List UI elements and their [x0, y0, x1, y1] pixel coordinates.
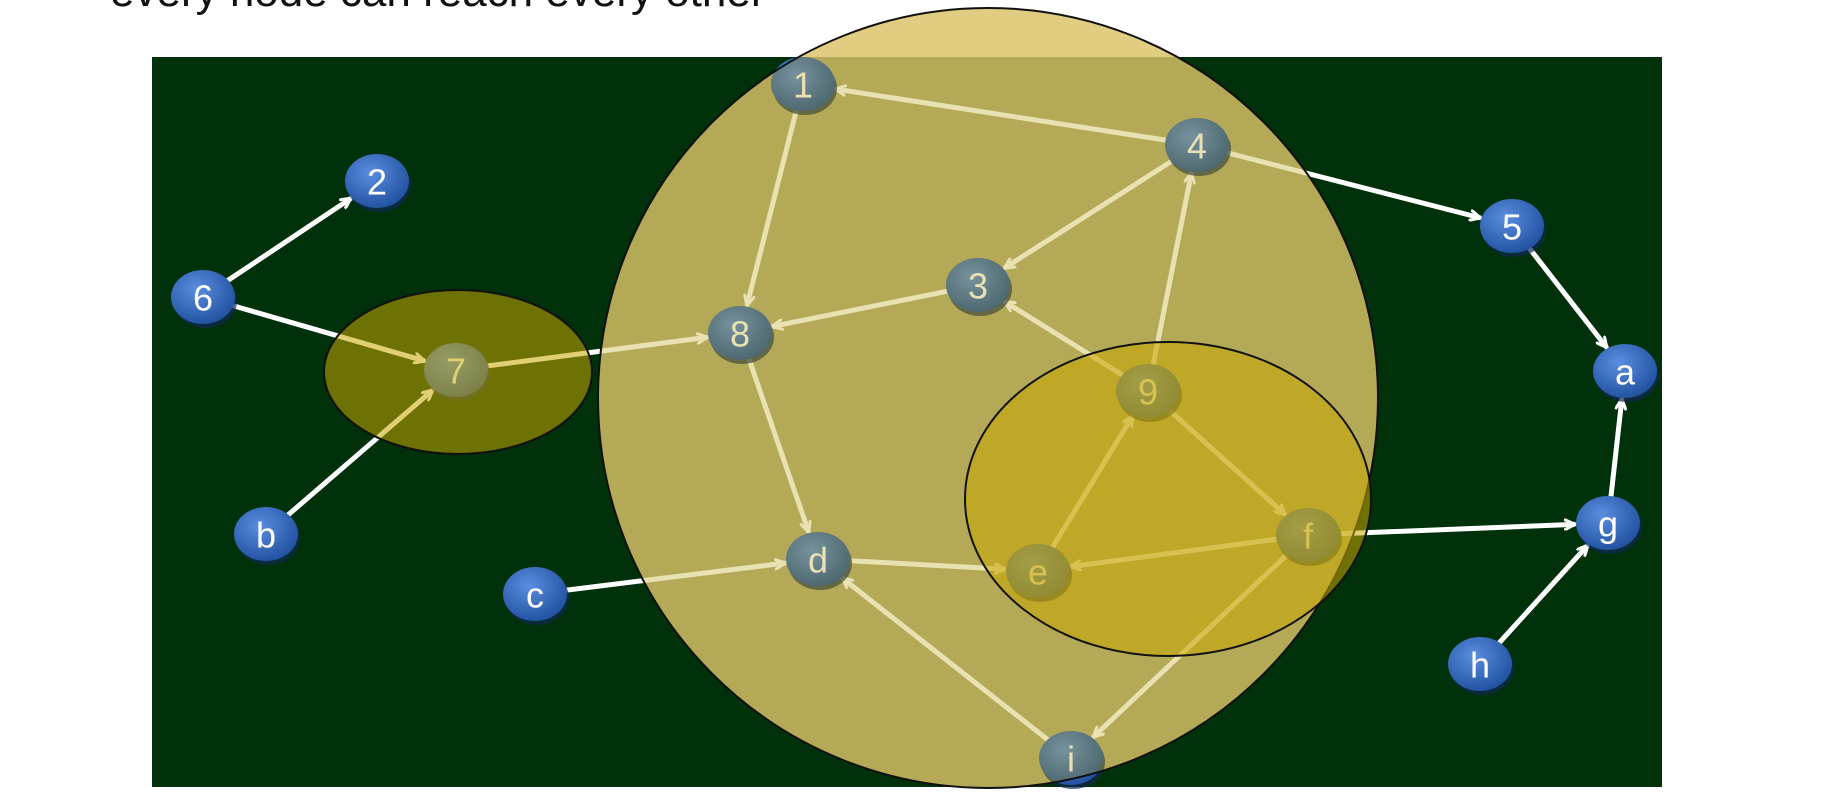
node-2: 2 [345, 154, 411, 212]
node-h-label: h [1470, 645, 1490, 686]
node-5-circle [1480, 199, 1544, 253]
node-b-label: b [256, 515, 276, 556]
scc-small-ellipse [964, 341, 1372, 657]
node-i-circle [1039, 731, 1103, 785]
node-a-label: a [1615, 352, 1636, 393]
node-g: g [1576, 496, 1642, 554]
node-1: 1 [771, 57, 837, 115]
node-h-circle [1448, 637, 1512, 691]
node-d-circle [786, 532, 850, 586]
edge-9-4 [1150, 171, 1191, 367]
node-6: 6 [171, 270, 237, 328]
edge-3-8 [770, 288, 950, 326]
scc-singleton-ellipse [323, 289, 593, 455]
node-c-label: c [526, 575, 544, 616]
node-8-label: 8 [730, 314, 750, 355]
node-4-label: 4 [1187, 126, 1207, 167]
node-1-circle [771, 57, 835, 111]
edge-f-g [1337, 524, 1577, 537]
node-i-label: i [1067, 739, 1075, 780]
node-6-circle [171, 270, 235, 324]
edge-d-e [847, 558, 1007, 569]
node-5: 5 [1480, 199, 1546, 257]
node-d-label: d [808, 540, 828, 581]
edge-8-d [746, 356, 808, 534]
node-3-label: 3 [968, 266, 988, 307]
node-5-label: 5 [1502, 207, 1522, 248]
edge-4-1 [833, 89, 1169, 143]
node-g-circle [1576, 496, 1640, 550]
node-8-circle [708, 306, 772, 360]
node-3: 3 [946, 258, 1012, 316]
node-c-circle [503, 567, 567, 621]
edge-1-8 [747, 107, 799, 308]
node-4-circle [1165, 118, 1229, 172]
edge-5-a [1527, 246, 1609, 350]
node-6-label: 6 [193, 278, 213, 319]
edge-c-d [564, 563, 787, 593]
node-2-circle [345, 154, 409, 208]
node-3-circle [946, 258, 1010, 312]
edge-4-5 [1225, 150, 1482, 218]
node-h: h [1448, 637, 1514, 695]
edge-h-g [1496, 543, 1590, 646]
edge-6-2 [225, 196, 353, 283]
edge-4-3 [1002, 158, 1174, 271]
node-a-circle [1593, 344, 1657, 398]
node-d: d [786, 532, 852, 590]
caption-text: every node can reach every other [110, 0, 766, 14]
node-b: b [234, 507, 300, 565]
node-g-label: g [1598, 504, 1618, 545]
node-8: 8 [708, 306, 774, 364]
edge-g-a [1608, 397, 1622, 499]
node-2-label: 2 [367, 162, 387, 203]
node-1-label: 1 [793, 65, 813, 106]
edge-i-d [840, 576, 1051, 743]
node-a: a [1593, 344, 1659, 402]
node-4: 4 [1165, 118, 1231, 176]
node-c: c [503, 567, 569, 625]
node-b-circle [234, 507, 298, 561]
